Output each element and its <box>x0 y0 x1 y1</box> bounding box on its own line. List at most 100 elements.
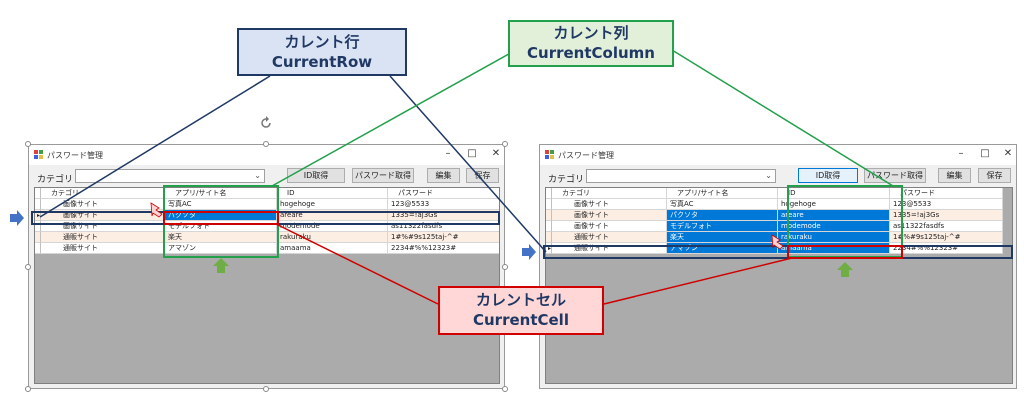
grid-cell[interactable]: 1#%#9s125taj-^# <box>388 232 499 243</box>
grid-cell[interactable]: モデルフォト <box>667 221 778 232</box>
grid-cell[interactable]: hogehoge <box>778 199 890 210</box>
grid-cell[interactable]: 画像サイト <box>552 199 667 210</box>
minimize-icon[interactable]: – <box>958 148 964 159</box>
grid-cell[interactable]: rakuraku <box>277 232 388 243</box>
minimize-icon[interactable]: – <box>445 148 451 159</box>
column-header[interactable]: パスワード <box>388 188 499 199</box>
grid-cell[interactable]: モデルフォト <box>165 221 277 232</box>
arrow-up-icon <box>213 258 229 273</box>
chevron-down-icon: ⌄ <box>765 171 772 180</box>
grid-cell[interactable]: amaama <box>277 243 388 254</box>
grid-cell[interactable]: パクソタ <box>165 210 277 221</box>
grid-cell[interactable]: 楽天 <box>667 232 778 243</box>
cell-callout-line <box>603 257 793 305</box>
current-column-label-ja: カレント列 <box>553 24 629 42</box>
arrow-right-icon <box>10 210 24 226</box>
category-combo[interactable]: ⌄ <box>75 169 265 183</box>
grid-cell[interactable]: 1#%#9s125taj-^# <box>890 232 1003 243</box>
row-header[interactable] <box>546 221 552 232</box>
column-header[interactable]: アプリ/サイト名 <box>165 188 277 199</box>
arrow-up-icon <box>837 262 853 277</box>
grid-cell[interactable]: パクソタ <box>667 210 778 221</box>
resize-handle[interactable] <box>25 386 31 392</box>
row-header[interactable]: ▸ <box>35 210 41 221</box>
maximize-icon[interactable]: □ <box>980 148 990 159</box>
grid-cell[interactable]: as11322fasdfs <box>388 221 499 232</box>
edit-button[interactable]: 編集 <box>427 168 460 183</box>
password-button[interactable]: パスワード取得 <box>864 168 926 183</box>
id-button[interactable]: ID取得 <box>287 168 345 183</box>
resize-handle[interactable] <box>502 264 508 270</box>
edit-button[interactable]: 編集 <box>938 168 971 183</box>
grid-cell[interactable]: 通販サイト <box>552 243 667 254</box>
column-header[interactable]: ID <box>778 188 890 199</box>
row-header[interactable] <box>35 199 41 210</box>
category-combo[interactable]: ⌄ <box>586 169 776 183</box>
column-header[interactable]: パスワード <box>890 188 1003 199</box>
grid-cell[interactable]: rakuraku <box>778 232 890 243</box>
row-header[interactable] <box>35 221 41 232</box>
row-header[interactable] <box>35 232 41 243</box>
resize-handle[interactable] <box>502 386 508 392</box>
row-header-corner <box>546 188 552 199</box>
grid-cell[interactable]: 1335=!aj3Gs <box>890 210 1003 221</box>
grid-cell[interactable]: 楽天 <box>165 232 277 243</box>
grid-cell[interactable]: modemode <box>778 221 890 232</box>
grid-cell[interactable]: 画像サイト <box>552 210 667 221</box>
password-button[interactable]: パスワード取得 <box>352 168 414 183</box>
grid-cell[interactable]: areare <box>277 210 388 221</box>
row-callout-line <box>389 75 547 253</box>
close-icon[interactable]: ✕ <box>1003 148 1013 159</box>
grid-cell[interactable]: 写真AC <box>667 199 778 210</box>
grid-cell[interactable]: 写真AC <box>165 199 277 210</box>
resize-handle[interactable] <box>263 386 269 392</box>
grid-cell[interactable]: areare <box>778 210 890 221</box>
close-icon[interactable]: ✕ <box>491 148 501 159</box>
row-header[interactable] <box>546 210 552 221</box>
row-header[interactable] <box>35 243 41 254</box>
grid-cell[interactable]: アマゾン <box>667 243 778 254</box>
resize-handle[interactable] <box>502 141 508 147</box>
resize-handle[interactable] <box>263 141 269 147</box>
category-label: カテゴリ <box>37 175 74 185</box>
id-button[interactable]: ID取得 <box>798 168 858 183</box>
grid-cell[interactable]: 画像サイト <box>552 221 667 232</box>
grid-cell[interactable]: amaama <box>778 243 890 254</box>
current-cell-label-ja: カレントセル <box>475 291 566 309</box>
save-button[interactable]: 保存 <box>978 168 1011 183</box>
grid-cell[interactable]: 2234#%%12323# <box>388 243 499 254</box>
row-header[interactable]: ▸ <box>546 243 552 254</box>
current-row-callout: カレント行 CurrentRow <box>237 28 407 76</box>
row-header[interactable] <box>546 199 552 210</box>
grid-cell[interactable]: hogehoge <box>277 199 388 210</box>
grid-cell[interactable]: 2234#%%12323# <box>890 243 1003 254</box>
resize-handle[interactable] <box>25 264 31 270</box>
column-header[interactable]: アプリ/サイト名 <box>667 188 778 199</box>
grid-cell[interactable]: 1335=!aj3Gs <box>388 210 499 221</box>
maximize-icon[interactable]: □ <box>467 148 477 159</box>
column-header[interactable]: ID <box>277 188 388 199</box>
resize-handle[interactable] <box>25 141 31 147</box>
grid-cell[interactable]: modemode <box>277 221 388 232</box>
grid-cell[interactable]: as11322fasdfs <box>890 221 1003 232</box>
grid-cell[interactable]: 通販サイト <box>552 232 667 243</box>
grid-cell[interactable]: 123@5533 <box>388 199 499 210</box>
grid-cell[interactable]: アマゾン <box>165 243 277 254</box>
grid-cell[interactable]: 123@5533 <box>890 199 1003 210</box>
rotate-icon[interactable] <box>259 116 273 130</box>
column-header[interactable]: カテゴリ <box>552 188 667 199</box>
cell-callout-line <box>275 223 439 305</box>
row-header[interactable] <box>546 232 552 243</box>
